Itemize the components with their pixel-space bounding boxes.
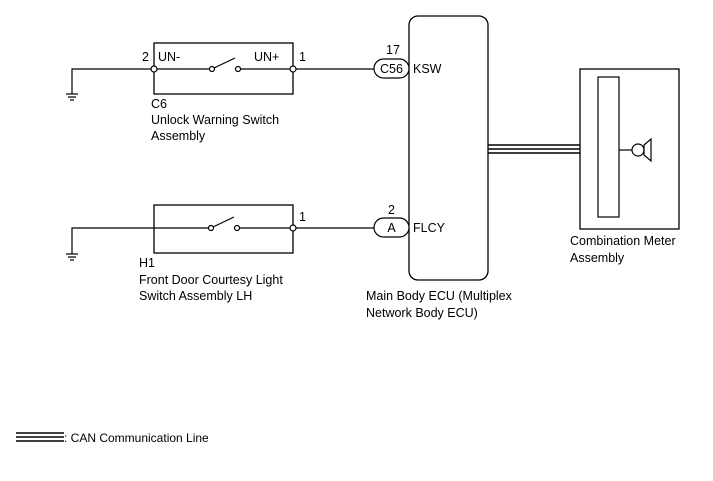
pin-c6-1 [289,65,297,73]
ground-wire-c6 [71,68,154,94]
unlock-warning-switch: 2 UN- UN+ 1 C6 Unlock Warning Switch Ass… [66,42,306,143]
connector-c56-oval [373,58,410,79]
ground-wire-h1 [71,227,154,254]
switch-h1-name-2: Switch Assembly LH [139,289,252,303]
terminal-ksw: KSW [413,62,442,76]
pin-c6-2 [150,65,158,73]
combination-meter: Combination Meter Assembly [570,68,680,265]
switch-c6-name-2: Assembly [151,129,206,143]
pin-number-c6-1: 1 [299,50,306,64]
pin-number-h1-1: 1 [299,210,306,224]
ground-icon [66,93,78,101]
switch-h1-name-1: Front Door Courtesy Light [139,273,283,287]
pin-number-flcy: 2 [388,203,395,217]
ecu-name-2: Network Body ECU) [366,306,478,320]
terminal-un-minus: UN- [158,50,180,64]
connector-c6: C6 [151,97,167,111]
meter-body [579,68,680,230]
pin-h1-1 [289,224,297,232]
buzzer-icon [619,137,652,163]
connector-h1: H1 [139,256,155,270]
legend: : CAN Communication Line [16,431,209,445]
main-body-ecu: 17 C56 KSW 2 A FLCY Main Body ECU (Multi… [366,15,513,320]
front-door-courtesy-switch: 1 H1 Front Door Courtesy Light Switch As… [66,204,306,303]
can-line-icon [488,144,580,154]
connector-a-oval [373,217,410,238]
meter-name-2: Assembly [570,251,625,265]
connector-a: A [387,221,396,235]
connector-c56: C56 [380,62,403,76]
meter-display [597,76,620,218]
ecu-name-1: Main Body ECU (Multiplex [366,289,513,303]
switch-c6-name-1: Unlock Warning Switch [151,113,279,127]
switch-h1-body [153,204,294,254]
terminal-flcy: FLCY [413,221,446,235]
ground-icon [66,253,78,261]
terminal-un-plus: UN+ [254,50,279,64]
pin-number-c6-2: 2 [142,50,149,64]
switch-contact-icon [154,216,293,232]
ecu-body [408,15,489,281]
legend-can-label: : CAN Communication Line [64,431,209,445]
pin-number-ksw: 17 [386,43,400,57]
can-line-icon [16,432,64,442]
meter-name-1: Combination Meter [570,234,676,248]
switch-contact-icon [154,57,293,73]
